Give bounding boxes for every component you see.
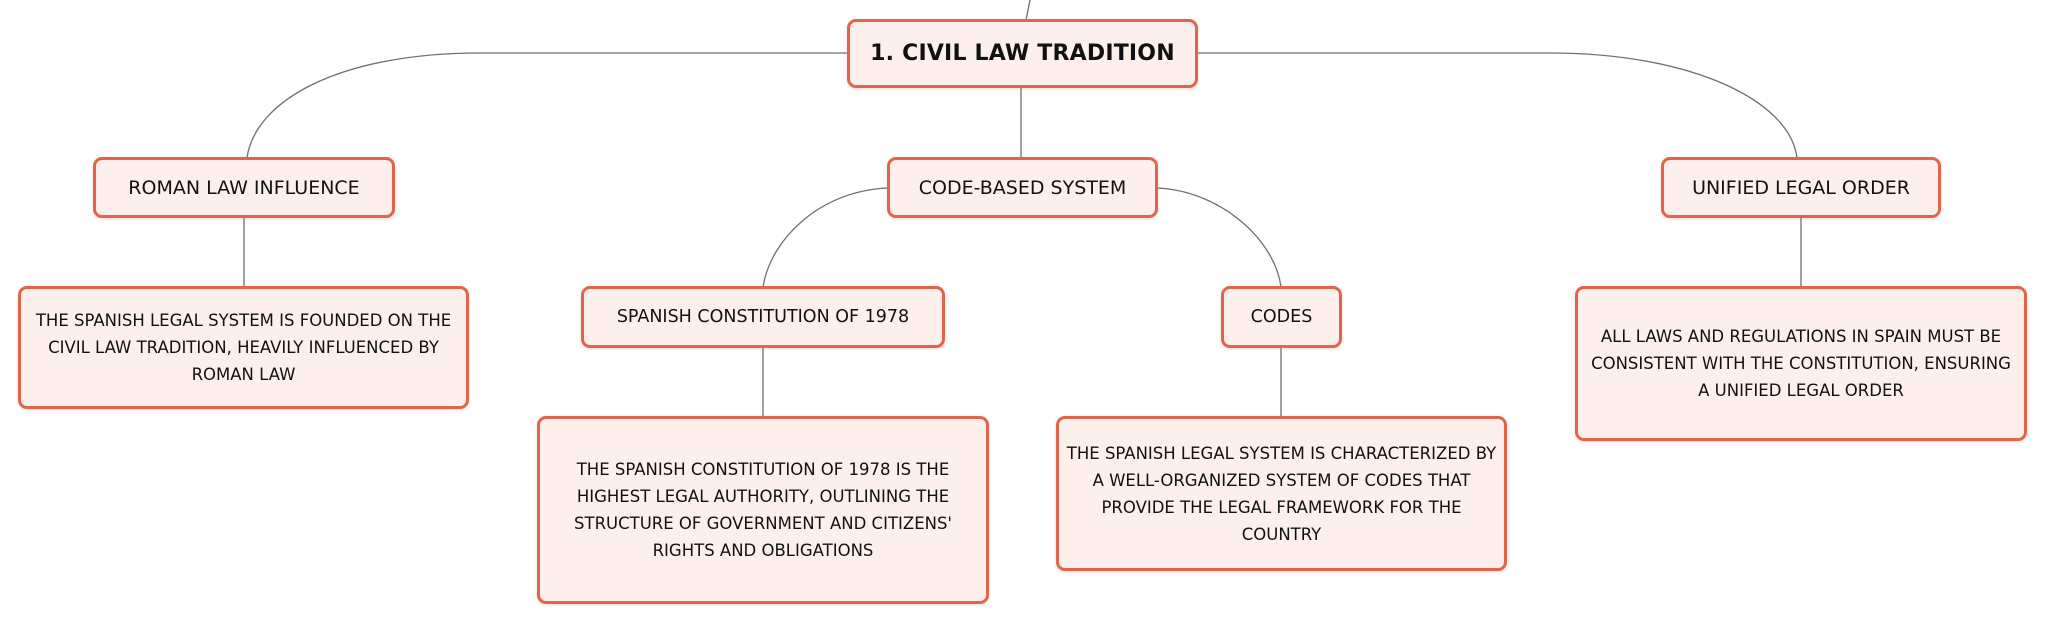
root-node[interactable]: 1. CIVIL LAW TRADITION: [847, 19, 1198, 88]
leaf-node-roman-law-description[interactable]: THE SPANISH LEGAL SYSTEM IS FOUNDED ON T…: [18, 286, 469, 409]
branch-node-label: UNIFIED LEGAL ORDER: [1692, 176, 1910, 199]
branch-node-roman-law-influence[interactable]: ROMAN LAW INFLUENCE: [93, 157, 395, 218]
branch-node-unified-legal-order[interactable]: UNIFIED LEGAL ORDER: [1661, 157, 1941, 218]
connector-code-to-codes: [1155, 187, 1282, 288]
branch-node-label: CODE-BASED SYSTEM: [918, 176, 1127, 199]
branch-node-label: ROMAN LAW INFLUENCE: [128, 176, 360, 199]
leaf-node-unified-legal-order-description[interactable]: ALL LAWS AND REGULATIONS IN SPAIN MUST B…: [1575, 286, 2027, 441]
leaf-node-text: THE SPANISH LEGAL SYSTEM IS CHARACTERIZE…: [1066, 443, 1497, 544]
sub-node-codes[interactable]: CODES: [1221, 286, 1342, 348]
connector-code-to-constitution: [762, 187, 890, 288]
sub-node-spanish-constitution[interactable]: SPANISH CONSTITUTION OF 1978: [581, 286, 945, 348]
sub-node-label: SPANISH CONSTITUTION OF 1978: [616, 307, 910, 327]
connector-parent-up: [1025, 0, 1031, 21]
connector-root-to-roman: [246, 52, 848, 159]
root-node-label: 1. CIVIL LAW TRADITION: [870, 41, 1175, 66]
leaf-node-codes-description[interactable]: THE SPANISH LEGAL SYSTEM IS CHARACTERIZE…: [1056, 416, 1507, 571]
connector-root-to-unified: [1197, 52, 1798, 159]
leaf-node-text: THE SPANISH LEGAL SYSTEM IS FOUNDED ON T…: [35, 311, 452, 384]
sub-node-label: CODES: [1250, 307, 1313, 327]
branch-node-code-based-system[interactable]: CODE-BASED SYSTEM: [887, 157, 1158, 218]
leaf-node-constitution-description[interactable]: THE SPANISH CONSTITUTION OF 1978 IS THE …: [537, 416, 989, 604]
leaf-node-text: ALL LAWS AND REGULATIONS IN SPAIN MUST B…: [1591, 327, 2011, 400]
leaf-node-text: THE SPANISH CONSTITUTION OF 1978 IS THE …: [574, 460, 952, 560]
